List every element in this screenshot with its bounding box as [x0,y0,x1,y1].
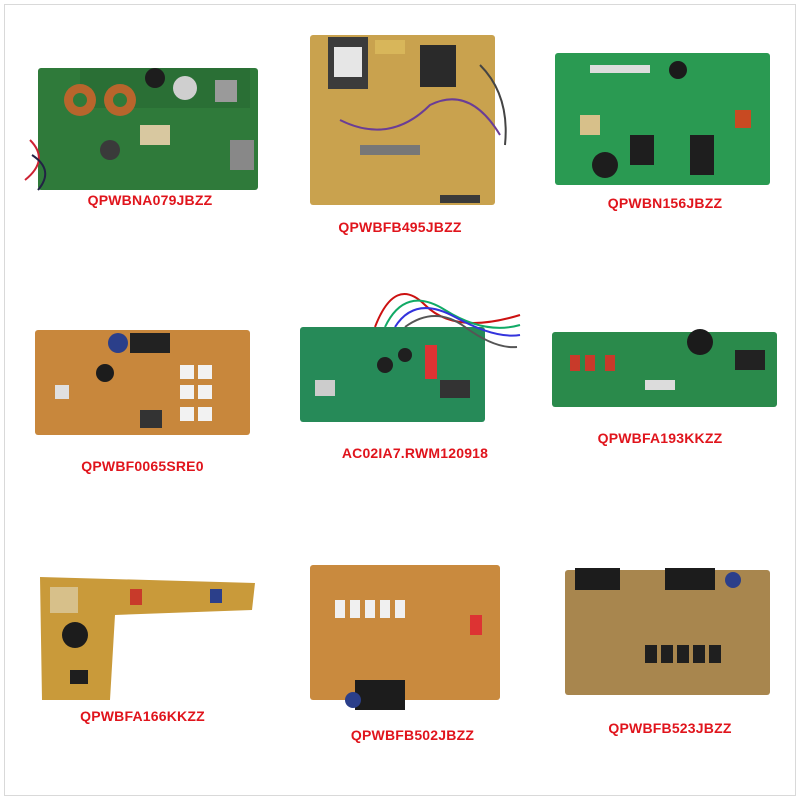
product-cell-7[interactable]: QPWBFA166KKZZ [30,575,260,725]
pcb-photo-9 [565,568,770,695]
product-cell-1[interactable]: QPWBNA079JBZZ [20,30,270,230]
product-cell-5[interactable]: AC02IA7.RWM120918 [295,285,530,470]
pcb-photo-5 [300,293,521,422]
product-label-5: AC02IA7.RWM120918 [341,445,489,461]
product-label-1: QPWBNA079JBZZ [87,192,213,208]
product-cell-9[interactable]: QPWBFB523JBZZ [555,560,785,745]
product-label-4: QPWBF0065SRE0 [81,458,204,474]
product-label-7: QPWBFA166KKZZ [80,708,205,724]
product-cell-8[interactable]: QPWBFB502JBZZ [295,560,530,745]
pcb-photo-1 [24,68,258,191]
pcb-photo-7 [40,577,255,700]
product-cell-4[interactable]: QPWBF0065SRE0 [30,325,260,485]
product-grid-frame [4,4,796,796]
product-cell-6[interactable]: QPWBFA193KKZZ [550,320,780,455]
product-label-3: QPWBN156JBZZ [607,195,723,211]
pcb-photo-6 [552,329,777,407]
product-label-9: QPWBFB523JBZZ [608,720,732,736]
pcb-photo-2 [310,35,507,205]
pcb-photo-3 [555,53,770,185]
pcb-photo-8 [310,565,500,710]
product-cell-3[interactable]: QPWBN156JBZZ [550,45,780,225]
product-label-8: QPWBFB502JBZZ [350,727,475,743]
product-label-6: QPWBFA193KKZZ [597,430,723,446]
product-cell-2[interactable]: QPWBFB495JBZZ [300,25,520,240]
pcb-photo-4 [35,330,250,435]
product-label-2: QPWBFB495JBZZ [338,219,462,235]
